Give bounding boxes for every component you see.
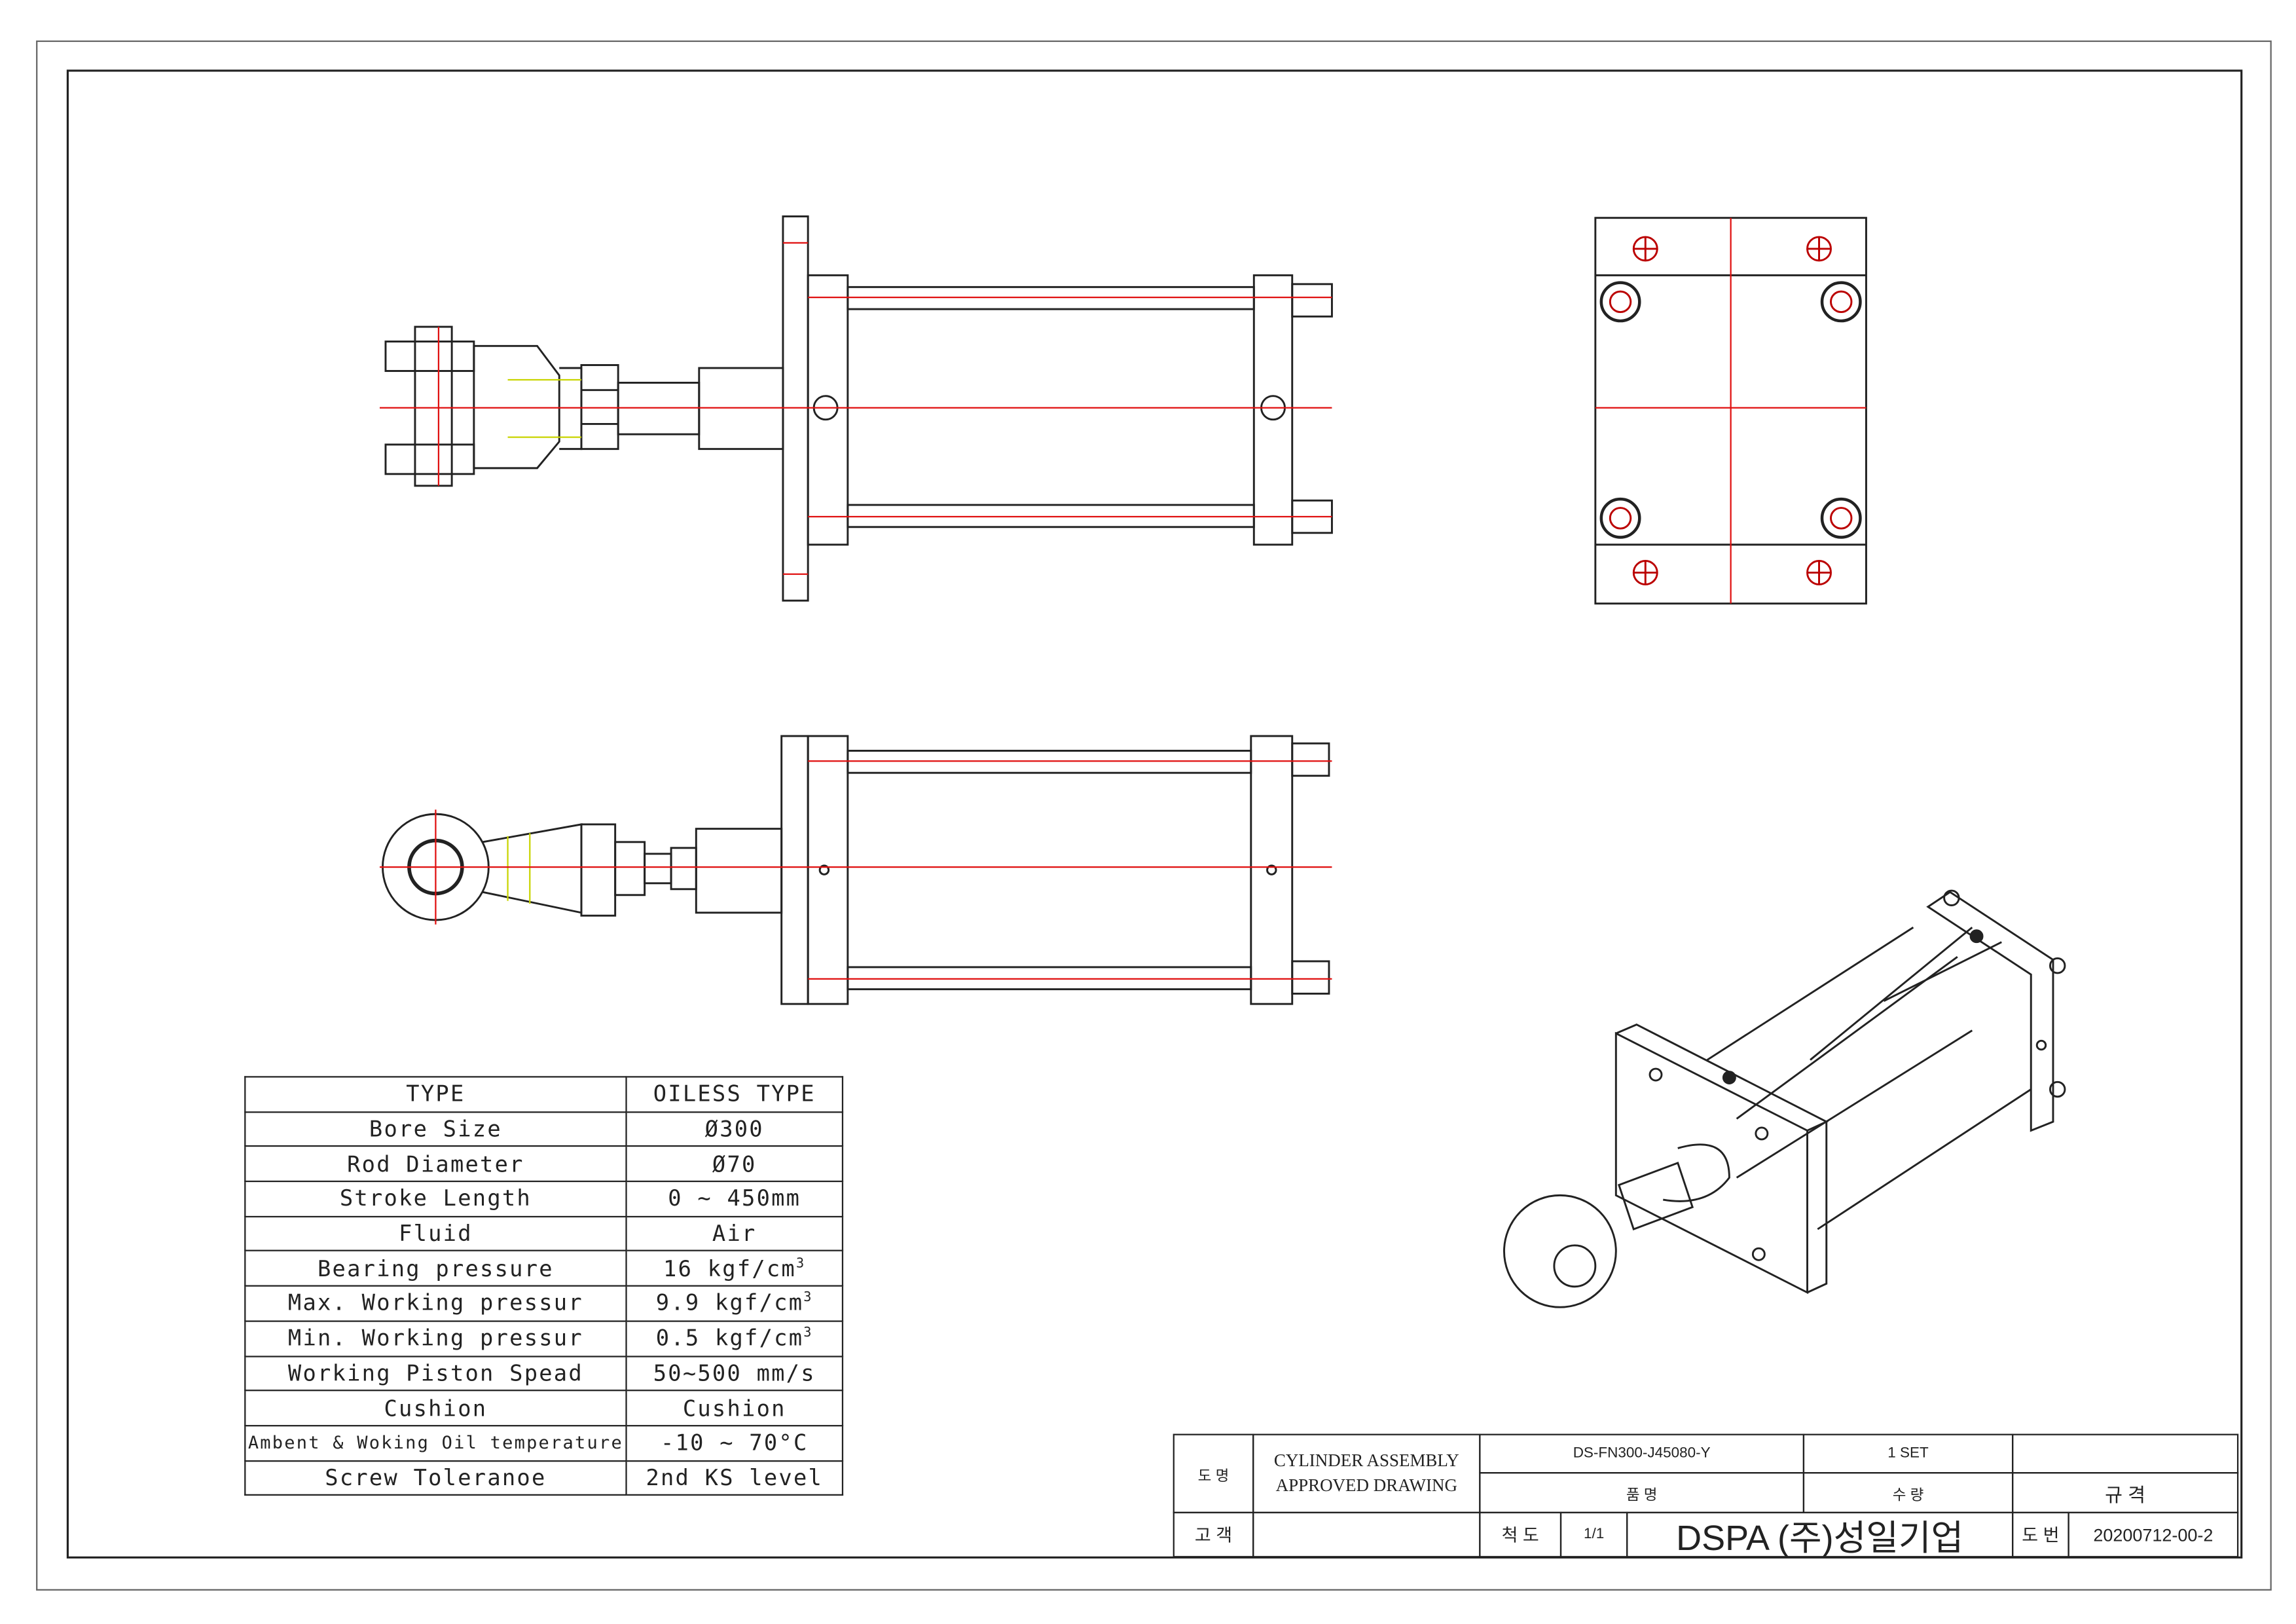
drawing-name-label: 도 명 bbox=[1173, 1433, 1254, 1513]
customer-label: 고 객 bbox=[1173, 1511, 1254, 1558]
drawing-name: CYLINDER ASSEMBLY APPROVED DRAWING bbox=[1252, 1433, 1481, 1513]
superscript: 3 bbox=[803, 1291, 813, 1307]
spec-value-text: 0.5 kgf/cm bbox=[655, 1325, 804, 1352]
quantity-label: 수 량 bbox=[1802, 1472, 2014, 1513]
spec-value: Ø300 bbox=[625, 1111, 844, 1148]
spec-value: Cushion bbox=[625, 1390, 844, 1427]
inner-frame bbox=[66, 69, 2243, 1559]
spec-row: Cushion Cushion bbox=[244, 1390, 844, 1427]
customer-value bbox=[1252, 1511, 1481, 1558]
spec-value-text: 50~500 mm/s bbox=[653, 1359, 816, 1387]
spec-value: 16 kgf/cm3 bbox=[625, 1250, 844, 1287]
spec-value-text: Cushion bbox=[682, 1395, 786, 1422]
spec-row: Working Piston Spead 50~500 mm/s bbox=[244, 1355, 844, 1392]
spec-value-text: 0 ~ 450mm bbox=[668, 1185, 801, 1213]
front-view-top bbox=[379, 215, 1333, 602]
spec-value-text: 2nd KS level bbox=[646, 1464, 824, 1492]
spec-value-text: OILESS TYPE bbox=[653, 1080, 816, 1108]
title-block: 도 명 CYLINDER ASSEMBLY APPROVED DRAWING D… bbox=[1173, 1433, 2239, 1559]
spec-value: Ø70 bbox=[625, 1145, 844, 1183]
spec-row: Bore Size Ø300 bbox=[244, 1111, 844, 1148]
spec-label: Fluid bbox=[244, 1215, 627, 1252]
spec-row: Ambent & Woking Oil temperature -10 ~ 70°… bbox=[244, 1424, 844, 1462]
spec-label: Stroke Length bbox=[244, 1181, 627, 1217]
spec-value-text: Ø300 bbox=[704, 1116, 764, 1143]
outer-frame bbox=[36, 40, 2272, 1591]
spec-value: 9.9 kgf/cm3 bbox=[625, 1285, 844, 1322]
spec-row: Stroke Length 0 ~ 450mm bbox=[244, 1181, 844, 1217]
spec-row: Screw Toleranoe 2nd KS level bbox=[244, 1460, 844, 1496]
spec-value: 2nd KS level bbox=[625, 1460, 844, 1496]
spec-value-text: -10 ~ 70°C bbox=[661, 1430, 809, 1456]
end-view bbox=[1594, 217, 1867, 605]
spec-row: Rod Diameter Ø70 bbox=[244, 1145, 844, 1183]
spec-value-text: Air bbox=[712, 1220, 757, 1247]
spec-value: OILESS TYPE bbox=[625, 1076, 844, 1113]
spec-value-text: 9.9 kgf/cm bbox=[655, 1290, 804, 1317]
superscript: 3 bbox=[795, 1257, 806, 1272]
spec-row: TYPE OILESS TYPE bbox=[244, 1076, 844, 1113]
spec-value: 50~500 mm/s bbox=[625, 1355, 844, 1392]
spec-label: Working Piston Spead bbox=[244, 1355, 627, 1392]
spec-label: Bore Size bbox=[244, 1111, 627, 1148]
spec-value: 0 ~ 450mm bbox=[625, 1181, 844, 1217]
drawing-no-label: 도 번 bbox=[2012, 1511, 2069, 1558]
product-name-label: 품 명 bbox=[1479, 1472, 1805, 1513]
quantity: 1 SET bbox=[1802, 1433, 2014, 1474]
spec-value-text: 16 kgf/cm bbox=[663, 1255, 796, 1282]
drawing-name-line2: APPROVED DRAWING bbox=[1275, 1475, 1457, 1496]
spec-label: Min. Working pressur bbox=[244, 1320, 627, 1357]
part-number: DS-FN300-J45080-Y bbox=[1479, 1433, 1805, 1474]
drawing-name-line1: CYLINDER ASSEMBLY bbox=[1273, 1450, 1459, 1471]
scale-value: 1/1 bbox=[1559, 1511, 1628, 1558]
spec-label: Ambent & Woking Oil temperature bbox=[244, 1424, 627, 1462]
spec-label: Screw Toleranoe bbox=[244, 1460, 627, 1496]
company-name: DSPA (주)성일기업 bbox=[1626, 1511, 2014, 1559]
spec-label: Bearing pressure bbox=[244, 1250, 627, 1287]
spec-row: Fluid Air bbox=[244, 1215, 844, 1252]
drawing-no: 20200712-00-2 bbox=[2068, 1511, 2239, 1558]
front-view-bottom bbox=[379, 735, 1332, 1005]
spec-value: Air bbox=[625, 1215, 844, 1252]
spec-label: 규 격 bbox=[2012, 1472, 2239, 1513]
scale-label: 척 도 bbox=[1479, 1511, 1562, 1558]
isometric-view bbox=[1503, 889, 2066, 1308]
spec-value: 0.5 kgf/cm3 bbox=[625, 1320, 844, 1357]
spec-value-text: Ø70 bbox=[712, 1151, 757, 1177]
spec-value bbox=[2012, 1433, 2239, 1474]
spec-value: -10 ~ 70°C bbox=[625, 1424, 844, 1462]
spec-label: Max. Working pressur bbox=[244, 1285, 627, 1322]
spec-label: Rod Diameter bbox=[244, 1145, 627, 1183]
superscript: 3 bbox=[803, 1326, 813, 1342]
spec-label: TYPE bbox=[244, 1076, 627, 1113]
spec-label: Cushion bbox=[244, 1390, 627, 1427]
